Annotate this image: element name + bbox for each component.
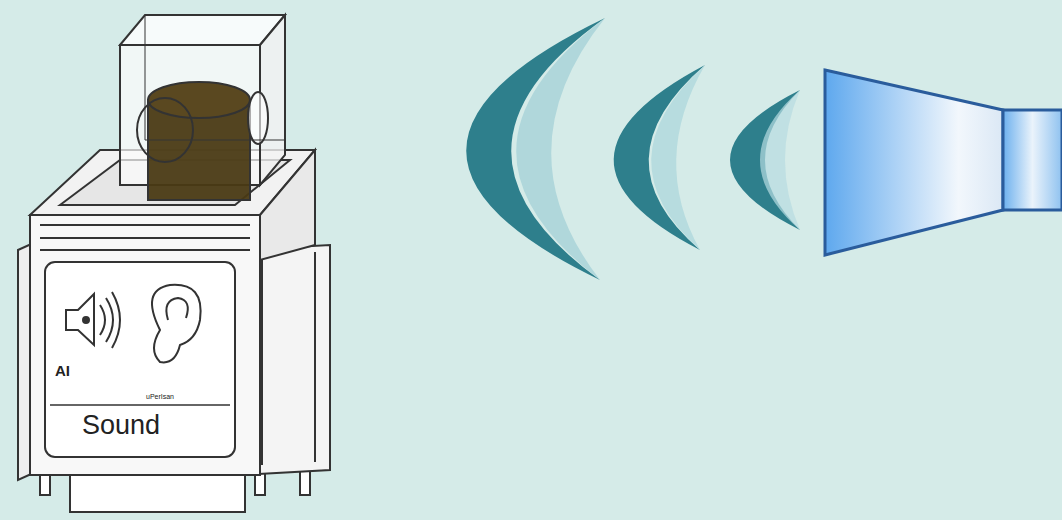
microphone-cube xyxy=(120,15,285,200)
module-name: Sound xyxy=(82,412,160,439)
sound-waves xyxy=(466,18,800,280)
front-panel xyxy=(45,262,235,457)
panel-label: AI xyxy=(55,363,70,378)
brand-text: uPerIsan xyxy=(146,393,174,400)
loudspeaker xyxy=(825,70,1062,255)
